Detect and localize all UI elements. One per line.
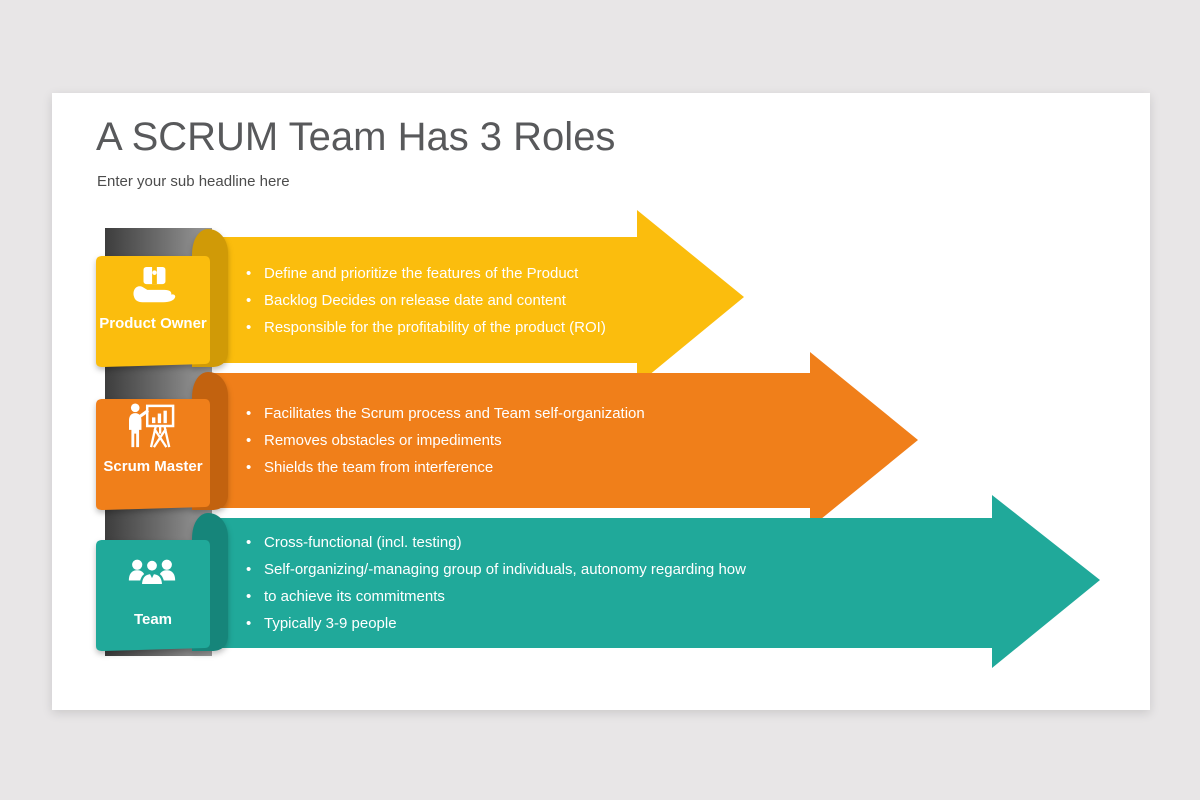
bullet-item: Removes obstacles or impediments [240, 427, 700, 454]
presenter-head [130, 403, 140, 413]
bullet-item: Typically 3-9 people [240, 610, 800, 637]
bullet-item: Responsible for the profitability of the… [240, 314, 660, 341]
bullet-text: Responsible for the profitability of the… [264, 319, 606, 336]
hand-holding-product-icon [133, 266, 176, 303]
presenter-body [129, 413, 142, 448]
page-subtitle: Enter your sub headline here [97, 173, 290, 190]
ribbon-face [96, 540, 210, 651]
bullet-item: Shields the team from interference [240, 454, 700, 481]
hand-shape [133, 286, 176, 303]
person-front-body [139, 571, 165, 587]
bullet-text: Removes obstacles or impediments [264, 432, 502, 449]
box-dot [152, 270, 157, 275]
bullet-item: Self-organizing/-managing group of indiv… [240, 556, 800, 583]
board-tripod [149, 425, 171, 448]
person-front-head [144, 558, 160, 573]
bullet-list-product-owner: Define and prioritize the features of th… [240, 237, 660, 341]
bullet-item: Cross-functional (incl. testing) [240, 529, 800, 556]
bullet-text: Self-organizing/-managing group of indiv… [264, 561, 746, 578]
page-title: A SCRUM Team Has 3 Roles [96, 115, 616, 159]
presenter-chart-icon [129, 403, 175, 448]
bullet-text: Typically 3-9 people [264, 615, 397, 632]
ribbon-face [96, 256, 210, 367]
person-back-left [132, 559, 143, 570]
bullet-text: Backlog Decides on release date and cont… [264, 292, 566, 309]
bullet-text: Define and prioritize the features of th… [264, 265, 579, 282]
tab-label-scrum-master: Scrum Master [103, 458, 203, 475]
bullet-text: Shields the team from interference [264, 459, 494, 476]
bullet-text: Facilitates the Scrum process and Team s… [264, 405, 645, 422]
bullet-item: Facilitates the Scrum process and Team s… [240, 400, 700, 427]
bullet-item: Define and prioritize the features of th… [240, 260, 660, 287]
chart-bar [163, 410, 167, 424]
person-back-right [161, 559, 172, 570]
bullet-list-scrum-master: Facilitates the Scrum process and Team s… [240, 373, 700, 481]
tab-label-product-owner: Product Owner [99, 315, 207, 332]
people-group-icon [128, 558, 176, 587]
ribbon-tab-team [96, 513, 228, 651]
bullet-text: to achieve its commitments [264, 588, 445, 605]
bullet-list-team: Cross-functional (incl. testing) Self-or… [240, 518, 800, 637]
chart-bar [152, 417, 156, 424]
tab-label-team: Team [133, 611, 173, 628]
chart-bar [157, 413, 162, 424]
bullet-item: Backlog Decides on release date and cont… [240, 287, 660, 314]
person-front-collar [149, 573, 155, 579]
box-strap [152, 266, 157, 285]
bullet-text: Cross-functional (incl. testing) [264, 534, 462, 551]
ribbon-face [96, 399, 210, 510]
bullet-item: to achieve its commitments [240, 583, 800, 610]
ribbon-tab-product-owner [96, 229, 228, 367]
ribbon-tab-scrum-master [96, 372, 228, 510]
